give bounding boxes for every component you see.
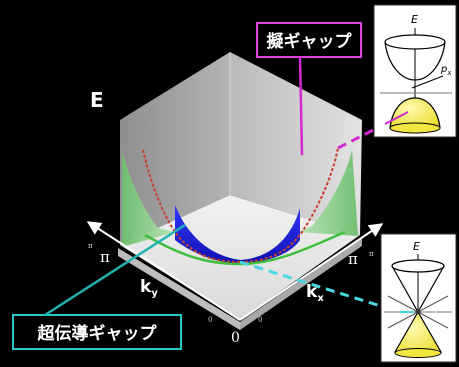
inset1-lower-rim [389, 122, 441, 134]
inset1-momentum-label: px [440, 64, 452, 77]
pseudogap-callout-box [256, 22, 362, 58]
blue-dispersion-surface [175, 205, 300, 264]
left-green-slice [122, 150, 175, 247]
inset1-upper-rim [384, 34, 446, 50]
inset1-energy-label: E [411, 13, 418, 26]
pseudogap-callout-text: 擬ギャップ [267, 31, 353, 52]
sc-gap-callout: 超伝導ギャップ [12, 223, 401, 350]
sc-gap-callout-text: 超伝導ギャップ [38, 323, 158, 344]
inset1-lower-dome [389, 97, 441, 129]
red-dispersion-right [239, 147, 339, 263]
origin-label: 0 [231, 330, 240, 346]
inset2-upper-rim [391, 259, 445, 273]
origin-right-tick: 0 [258, 316, 262, 324]
pseudogap-leader-line [298, 56, 304, 156]
pi-right-label: π [348, 250, 358, 268]
pi-left-prefix: π [88, 242, 93, 250]
box-floor-front-right [240, 238, 362, 330]
pi-right-suffix: π [369, 250, 374, 258]
pseudogap-inset: E px [373, 4, 457, 138]
inset1-arrow-tip [384, 111, 409, 125]
sc-gap-inset-leader [239, 260, 401, 314]
right-green-slice [298, 150, 358, 236]
origin-left-tick: 0 [208, 316, 212, 324]
box-right-wall [230, 52, 362, 235]
sc-gap-leader-line [44, 223, 186, 317]
sc-gap-inset: E [380, 233, 457, 363]
inset2-lower-rim [394, 348, 442, 358]
red-dispersion-left [142, 149, 241, 263]
pseudogap-callout: 擬ギャップ [256, 22, 386, 156]
axes [86, 221, 384, 321]
fermi-arc-line [144, 230, 346, 266]
inset2-dirac-point [415, 309, 421, 315]
pseudogap-inset-leader [337, 122, 386, 150]
pi-left-label: π [100, 248, 110, 266]
box-floor-front [118, 248, 240, 330]
inset1-upper-bowl [384, 41, 446, 81]
energy-axis-label: E [90, 88, 104, 112]
ky-axis-label: ky [140, 277, 158, 299]
ky-axis-arrow [86, 221, 241, 321]
box-left-wall [120, 52, 230, 245]
inset1-px-tick [411, 75, 444, 89]
inset2-energy-label: E [413, 240, 420, 253]
sc-gap-callout-box [12, 314, 182, 350]
kx-axis-arrow [239, 223, 384, 321]
dispersion [122, 147, 358, 266]
